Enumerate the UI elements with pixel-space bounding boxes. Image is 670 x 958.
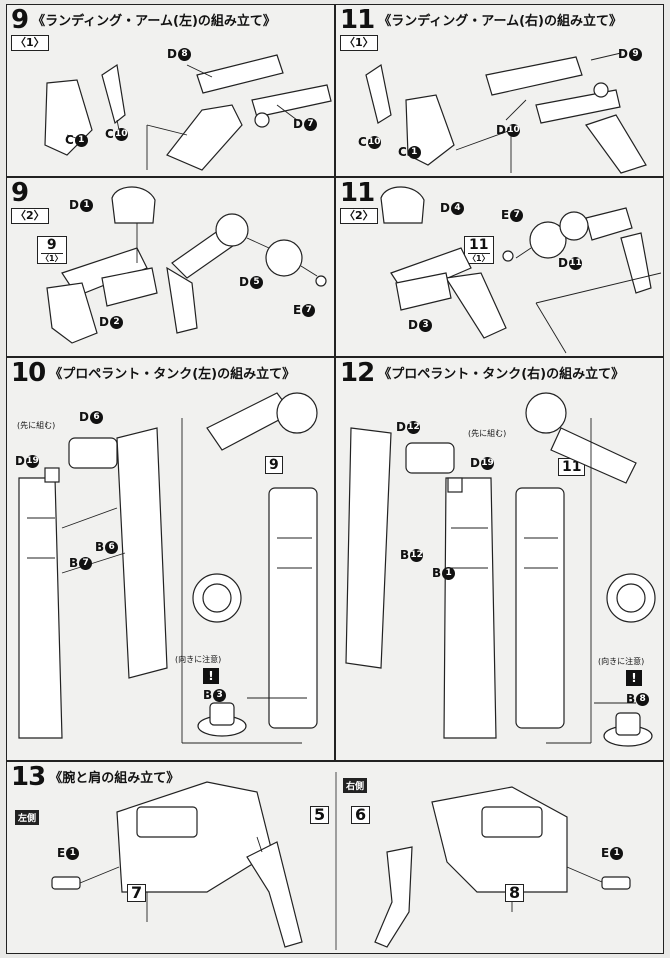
step-title: 《プロペラント・タンク(左)の組み立て》 (49, 367, 296, 382)
left-side-tag: 左側 (15, 810, 40, 825)
step-reference: 7 (127, 884, 147, 902)
sub-step: 〈1〉 (11, 35, 49, 51)
part-label: C10 (358, 135, 381, 149)
parts-illustration (380, 186, 662, 354)
section-header: 13 《腕と肩の組み立て》 (11, 764, 179, 790)
parts-illustration (44, 54, 332, 171)
assemble-first-note: (先に組む) (17, 421, 56, 430)
parts-illustration (365, 52, 647, 174)
parts-illustration (18, 392, 318, 744)
section-header: 9 (11, 178, 29, 208)
part-label: C10 (105, 127, 128, 141)
sub-step: 〈2〉 (11, 208, 49, 224)
section-header: 9 《ランディング・アーム(左)の組み立て》 (11, 7, 276, 33)
warning-icon: ! (626, 670, 642, 686)
section-header: 11 (340, 178, 375, 208)
step-title: 《プロペラント・タンク(右)の組み立て》 (378, 367, 625, 382)
step-number: 10 (11, 358, 46, 388)
step-reference: 9〈1〉 (37, 236, 67, 264)
step-title: 《ランディング・アーム(右)の組み立て》 (378, 14, 622, 29)
orientation-note: (向きに注意) (598, 657, 645, 666)
right-side-tag: 右側 (343, 778, 368, 793)
step-title: 《腕と肩の組み立て》 (49, 771, 180, 786)
step-number: 11 (340, 5, 375, 35)
section-header: 10 《プロペラント・タンク(左)の組み立て》 (11, 360, 295, 386)
step-reference: 6 (351, 806, 371, 824)
part-label: D19 (15, 454, 39, 468)
parts-illustration (345, 392, 656, 747)
step-number: 13 (11, 762, 46, 792)
step-number: 11 (340, 178, 375, 208)
orientation-note: (向きに注意) (175, 655, 222, 664)
part-label: D19 (470, 456, 494, 470)
step-reference: 5 (310, 806, 330, 824)
panel-step-12: 12 《プロペラント・タンク(右)の組み立て》 11 (先に組む) (向きに注意… (335, 357, 664, 761)
panel-step-10: 10 《プロペラント・タンク(左)の組み立て》 9 (先に組む) (向きに注意)… (6, 357, 335, 761)
step-reference: 11〈1〉 (464, 236, 494, 264)
panel-step-13: 13 《腕と肩の組み立て》 左側 右側 (6, 761, 664, 954)
part-label: D12 (396, 420, 420, 434)
parts-illustration (46, 186, 327, 344)
assemble-first-note: (先に組む) (468, 429, 507, 438)
part-label: B12 (400, 548, 424, 562)
part-label: D10 (496, 123, 520, 137)
section-header: 11 《ランディング・アーム(右)の組み立て》 (340, 7, 622, 33)
step-number: 12 (340, 358, 375, 388)
sub-step: 〈1〉 (340, 35, 378, 51)
step-number: 9 (11, 178, 29, 208)
part-label: D11 (558, 256, 582, 270)
step-reference: 8 (505, 884, 525, 902)
step-title: 《ランディング・アーム(左)の組み立て》 (32, 14, 276, 29)
step-number: 9 (11, 5, 29, 35)
sub-step: 〈2〉 (340, 208, 378, 224)
section-header: 12 《プロペラント・タンク(右)の組み立て》 (340, 360, 624, 386)
warning-icon: ! (203, 668, 219, 684)
parts-illustration (51, 772, 631, 950)
step-reference: 9 (265, 456, 283, 474)
